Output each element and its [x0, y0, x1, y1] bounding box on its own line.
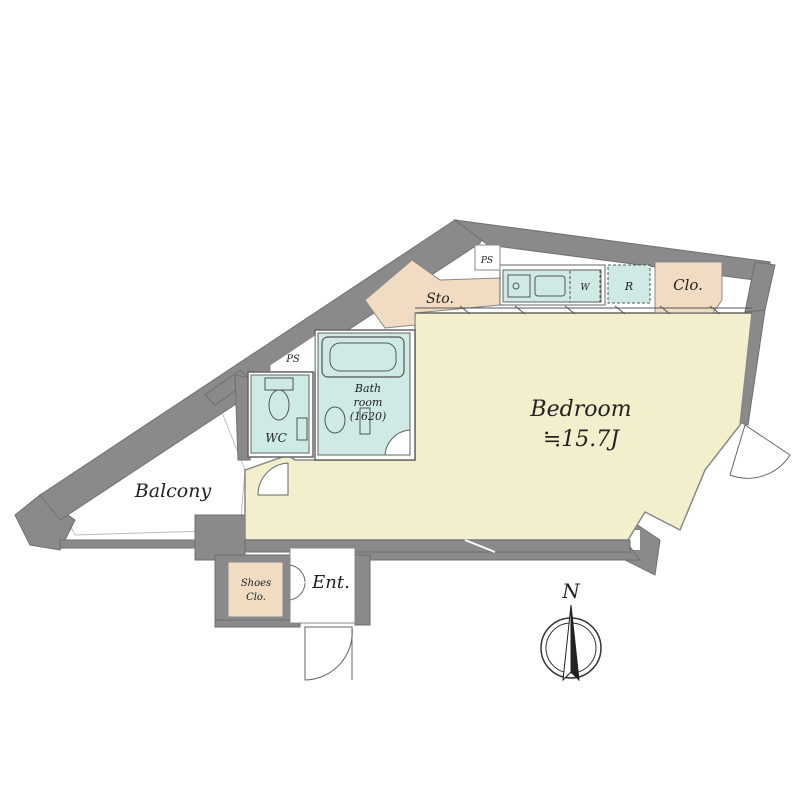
pipe-space-mid-label: PS [285, 354, 300, 365]
north-compass-icon: N [540, 579, 602, 682]
bathroom-door [384, 429, 411, 456]
pipe-space-mid [269, 334, 316, 373]
pipe-space-top [474, 244, 501, 271]
closet-label: Clo. [673, 276, 703, 294]
washbasin-icon [324, 406, 346, 434]
shoes-closet-door [289, 564, 306, 601]
bedroom-area: ≒15.7J [543, 427, 620, 452]
entrance-floor [289, 547, 356, 624]
washer-space [569, 269, 601, 303]
shoes-closet-floor [227, 561, 284, 618]
washer-label: W [580, 283, 590, 293]
bathtub-icon [321, 336, 405, 378]
bathroom-label-line3: (1620) [350, 410, 387, 423]
shoes-closet-label-line2: Clo. [246, 592, 266, 603]
bedroom-label: Bedroom [529, 397, 631, 422]
storage-label: Sto. [426, 291, 454, 307]
shoes-closet-label-line1: Shoes [241, 578, 271, 589]
compass-label: N [561, 579, 581, 603]
refrigerator-space [607, 264, 651, 304]
entrance-door [304, 626, 353, 681]
sink-icon [534, 275, 566, 297]
pipe-space-top-label: PS [480, 256, 493, 266]
wc-door [257, 462, 289, 496]
wc [247, 371, 314, 496]
wc-label: WC [265, 431, 287, 445]
north-wall-line [415, 305, 752, 315]
bathroom-label-line1: Bath [354, 382, 381, 395]
refrigerator-label: R [624, 280, 633, 293]
toilet-bowl-icon [268, 389, 290, 421]
toilet-tank-icon [264, 377, 294, 391]
bathroom [314, 329, 416, 461]
entrance-label: Ent. [311, 572, 350, 593]
closet-floor [654, 261, 723, 314]
bathroom-label-line2: room [354, 396, 383, 409]
kitchen [499, 264, 651, 306]
bedroom-east-door [729, 424, 791, 479]
balcony-label: Balcony [134, 480, 212, 502]
